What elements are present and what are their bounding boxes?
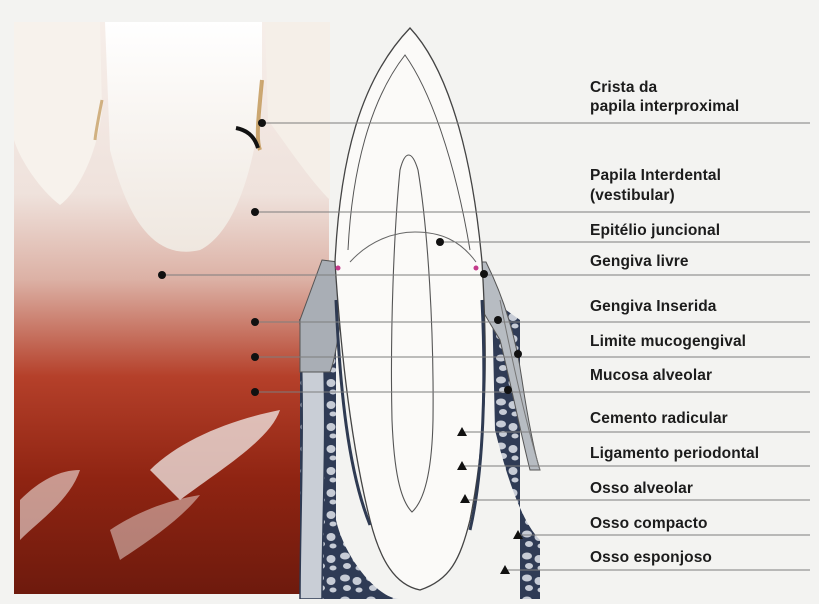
- label-osso-alveolar: Osso alveolar: [590, 479, 693, 498]
- label-osso-esponjoso: Osso esponjoso: [590, 548, 712, 567]
- leader-dot: [251, 208, 259, 216]
- tooth-cross-section: [300, 28, 540, 599]
- leader-dot: [436, 238, 444, 246]
- leader-dot: [251, 318, 259, 326]
- leader-dot: [480, 270, 488, 278]
- leader-dot: [258, 119, 266, 127]
- clinical-photo: [14, 22, 330, 594]
- leader-dot: [494, 316, 502, 324]
- label-osso-compacto: Osso compacto: [590, 514, 708, 533]
- label-papila-line1: Papila Interdental: [590, 166, 721, 185]
- label-gengiva-livre: Gengiva livre: [590, 252, 689, 271]
- label-cemento-radicular: Cemento radicular: [590, 409, 728, 428]
- label-limite-mucogengival: Limite mucogengival: [590, 332, 746, 351]
- leader-dot: [514, 350, 522, 358]
- leader-dot: [504, 386, 512, 394]
- leader-dot: [251, 388, 259, 396]
- label-crista-line1: Crista da: [590, 78, 657, 97]
- leader-dot: [158, 271, 166, 279]
- label-epitelio-juncional: Epitélio juncional: [590, 221, 720, 240]
- label-crista-line2: papila interproximal: [590, 97, 739, 116]
- leader-dot: [251, 353, 259, 361]
- label-gengiva-inserida: Gengiva Inserida: [590, 297, 717, 316]
- label-mucosa-alveolar: Mucosa alveolar: [590, 366, 712, 385]
- leader-triangle: [500, 565, 510, 574]
- label-papila-line2: (vestibular): [590, 186, 675, 205]
- label-ligamento-periodontal: Ligamento periodontal: [590, 444, 759, 463]
